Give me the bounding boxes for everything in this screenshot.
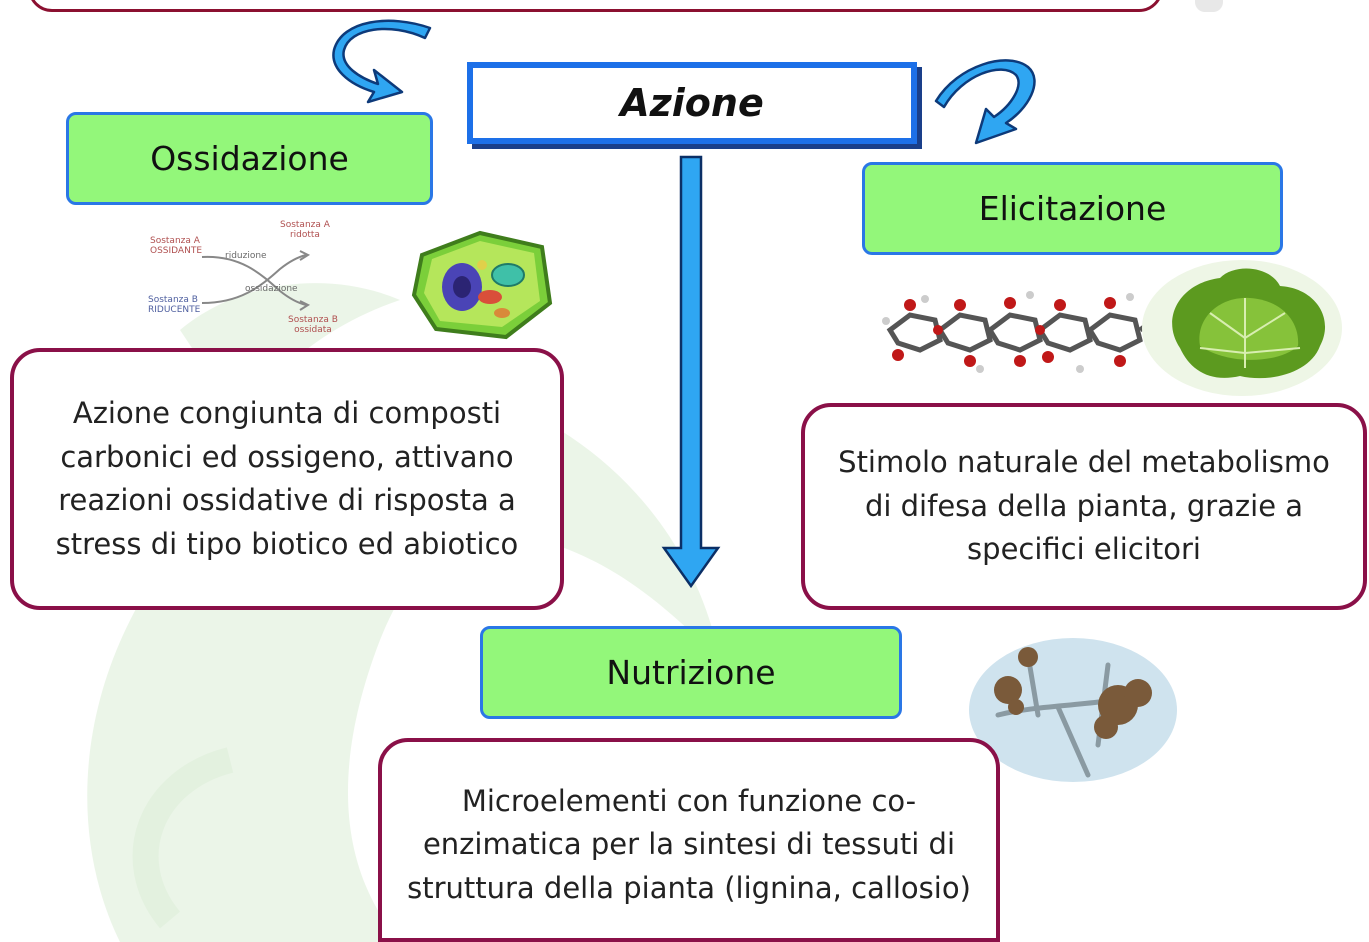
nutrizione-description-box: Microelementi con funzione co-enzimatica… — [378, 738, 1000, 942]
ossidazione-label-box: Ossidazione — [66, 112, 433, 205]
redox-sostanza-a-ossidante: Sostanza A OSSIDANTE — [150, 236, 203, 257]
redox-riduzione-label: riduzione — [225, 251, 267, 261]
grape-leaf-image — [1142, 260, 1342, 396]
plant-cell-image — [411, 230, 553, 340]
microscope-fungus-image — [969, 638, 1177, 782]
title-box: Azione — [467, 62, 917, 144]
elicitazione-label-box: Elicitazione — [862, 162, 1283, 255]
nutrizione-description: Microelementi con funzione co-enzimatica… — [407, 783, 971, 905]
curved-arrow-right-icon — [934, 59, 1036, 145]
curved-arrow-left-icon — [332, 19, 432, 104]
redox-arrows-icon — [201, 250, 311, 311]
redox-sostanza-b-ossidata: Sostanza B ossidata — [288, 315, 338, 336]
redox-sostanza-b-riducente: Sostanza B RIDUCENTE — [148, 295, 201, 316]
top-banner-frame — [28, 0, 1163, 12]
molecule-chain-image — [882, 291, 1177, 373]
down-arrow-icon — [661, 155, 721, 589]
ossidazione-description: Azione congiunta di composti carbonici e… — [55, 396, 519, 561]
top-banner-shadow — [1195, 0, 1223, 12]
redox-diagram: Sostanza A OSSIDANTE Sostanza A ridotta … — [140, 215, 355, 345]
title-text: Azione — [620, 81, 764, 125]
elicitazione-description: Stimolo naturale del metabolismo di dife… — [838, 445, 1330, 567]
elicitazione-label: Elicitazione — [978, 189, 1167, 228]
nutrizione-label: Nutrizione — [606, 653, 776, 692]
redox-sostanza-a-ridotta: Sostanza A ridotta — [280, 220, 330, 241]
nutrizione-label-box: Nutrizione — [480, 626, 902, 719]
elicitazione-description-box: Stimolo naturale del metabolismo di dife… — [801, 403, 1367, 610]
ossidazione-label: Ossidazione — [150, 139, 349, 178]
redox-ossidazione-label: ossidazione — [245, 284, 298, 294]
ossidazione-description-box: Azione congiunta di composti carbonici e… — [10, 348, 564, 610]
